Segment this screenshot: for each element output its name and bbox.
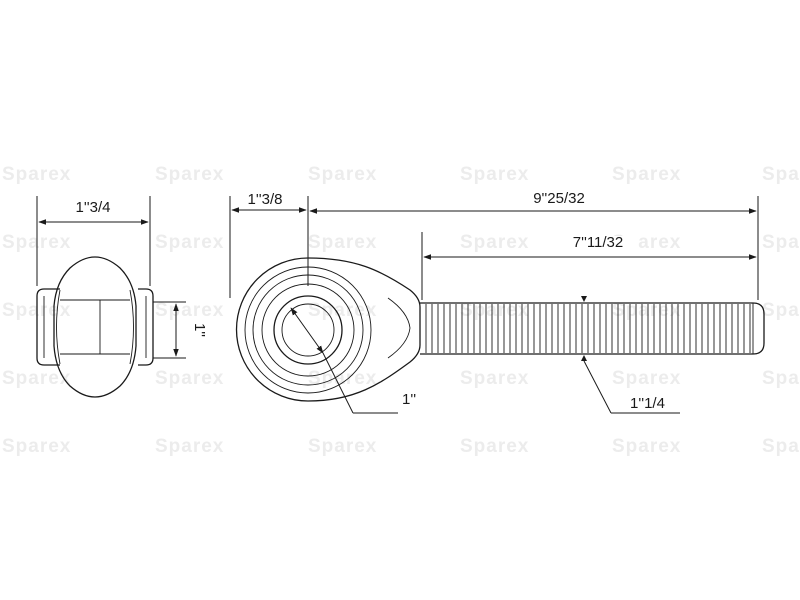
dimension-eye-offset: 1''3/8 <box>229 191 309 298</box>
watermark-text: Sparex <box>155 436 224 457</box>
dimension-thread-diameter: 1''1/4 <box>581 296 680 414</box>
watermark-text: Sparex <box>762 368 800 389</box>
watermark-text: Sparex <box>155 232 224 253</box>
bore-height-label: 1'' <box>191 323 208 337</box>
watermark-text: Sparex <box>308 232 377 253</box>
sparex-watermark-grid: SparexSparexSparexSparexSparexSparexSpar… <box>2 164 800 457</box>
watermark-text: Sparex <box>762 436 800 457</box>
watermark-text: Sparex <box>762 164 800 185</box>
watermark-text: Sparex <box>308 436 377 457</box>
watermark-text: Sparex <box>308 368 377 389</box>
thread-length-label: 7''11/32 <box>573 234 624 251</box>
bore-diameter-label: 1'' <box>402 391 416 408</box>
dimension-overall-length: 9''25/32 <box>309 188 759 300</box>
watermark-text: Sparex <box>612 164 681 185</box>
watermark-text: Sparex <box>2 436 71 457</box>
watermark-text: Sparex <box>460 436 529 457</box>
watermark-text: Sparex <box>460 300 529 321</box>
ball-width-label: 1''3/4 <box>76 199 111 216</box>
ball-side-view <box>36 256 154 398</box>
watermark-text: Sparex <box>612 368 681 389</box>
rod-end-front-view <box>235 257 765 402</box>
watermark-text: Sparex <box>762 300 800 321</box>
thread-diameter-label: 1''1/4 <box>630 395 665 412</box>
watermark-text: Sparex <box>460 164 529 185</box>
watermark-text: Sparex <box>308 164 377 185</box>
overall-length-label: 9''25/32 <box>533 190 585 207</box>
eye-offset-label: 1''3/8 <box>248 191 283 208</box>
watermark-text: Sparex <box>612 436 681 457</box>
watermark-text: Sparex <box>155 368 224 389</box>
dimension-thread-length: 7''11/32 <box>421 232 757 300</box>
watermark-text: Sparex <box>308 300 377 321</box>
watermark-text: Sparex <box>2 300 71 321</box>
watermark-text: Sparex <box>155 164 224 185</box>
dimension-ball-width: 1''3/4 <box>36 196 151 286</box>
dimension-bore-diameter: 1'' <box>290 307 416 414</box>
watermark-text: Sparex <box>612 300 681 321</box>
watermark-text: Sparex <box>762 232 800 253</box>
watermark-text: Sparex <box>2 368 71 389</box>
watermark-text: Sparex <box>2 232 71 253</box>
watermark-text: Sparex <box>155 300 224 321</box>
watermark-text: Sparex <box>460 232 529 253</box>
watermark-text: Sparex <box>2 164 71 185</box>
thread-pattern <box>425 304 751 353</box>
watermark-text: Sparex <box>460 368 529 389</box>
dimension-bore-height: 1'' <box>153 301 208 359</box>
